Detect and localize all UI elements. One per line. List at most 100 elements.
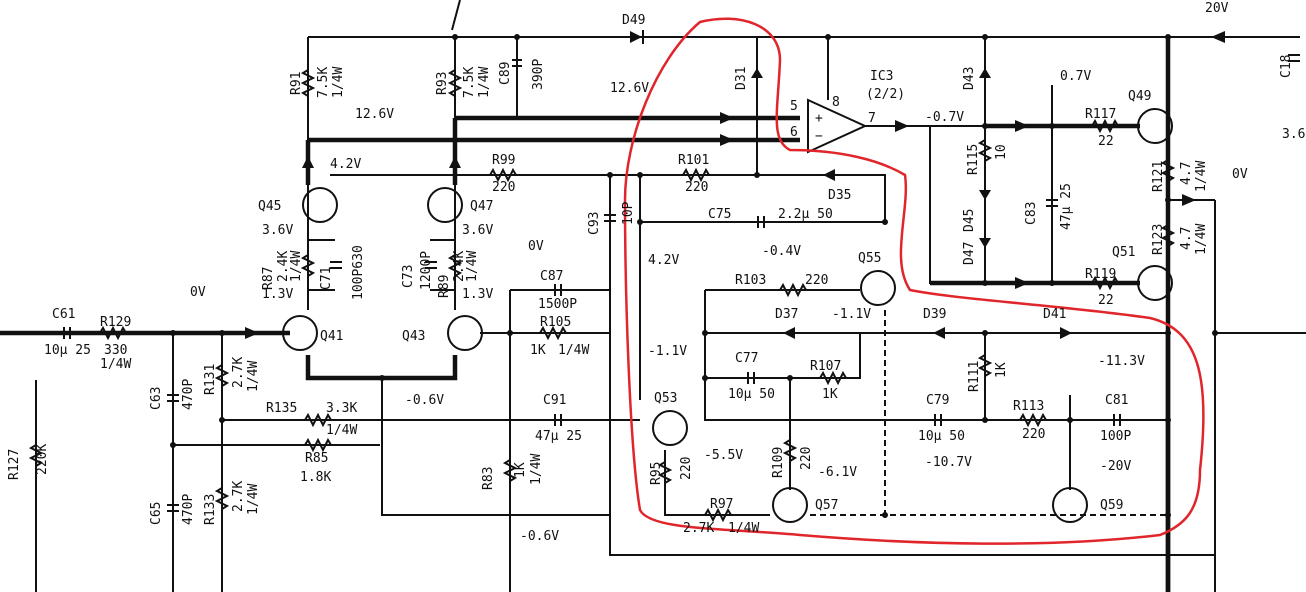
r93-value: 7.5K xyxy=(462,67,477,98)
r83-resistor xyxy=(502,459,518,482)
c65-value: 470P xyxy=(181,494,196,525)
vm1_1-label-b: -1.1V xyxy=(648,344,687,359)
v4_2-label-b: 4.2V xyxy=(648,253,679,268)
r95-resistor xyxy=(657,461,673,484)
vm10_7-label: -10.7V xyxy=(925,455,972,470)
r129-label: R129 xyxy=(100,315,131,330)
r115-label: R115 xyxy=(966,144,981,175)
d49-diode xyxy=(630,31,642,43)
q57-label: Q57 xyxy=(815,498,838,513)
capacitors xyxy=(63,54,1300,512)
r91-label: R91 xyxy=(289,72,304,95)
c18-label: C18 xyxy=(1279,55,1294,78)
vm11_3-label: -11.3V xyxy=(1098,354,1145,369)
c91-label: C91 xyxy=(543,393,566,408)
r105-value: 1K xyxy=(530,343,546,358)
r133-label: R133 xyxy=(203,494,218,525)
r113-value: 220 xyxy=(1022,427,1045,442)
r121-watt: 1/4W xyxy=(1194,161,1209,192)
v1_3-label-a: 1.3V xyxy=(262,287,293,302)
d47-label: D47 xyxy=(962,242,977,265)
c87-capacitor xyxy=(554,284,562,296)
c81-value: 100P xyxy=(1100,429,1131,444)
q55-transistor xyxy=(860,270,896,306)
c73-value: 1200P xyxy=(419,251,434,290)
c87-value: 1500P xyxy=(538,297,577,312)
r115-value: 10 xyxy=(994,144,1009,160)
d47-diode xyxy=(979,238,991,248)
r89-resistor xyxy=(447,254,463,277)
q59-label: Q59 xyxy=(1100,498,1123,513)
c73-capacitor xyxy=(425,261,437,269)
d41-label: D41 xyxy=(1043,307,1066,322)
transistors xyxy=(282,108,1173,523)
ic3-label: IC3 xyxy=(870,69,893,84)
r111-label: R111 xyxy=(967,361,982,392)
tail-bus xyxy=(305,355,458,381)
v3_6-label-a: 3.6V xyxy=(262,223,293,238)
c65-capacitor xyxy=(167,504,179,512)
r131-value: 2.7K xyxy=(231,357,246,388)
vm6_1-label: -6.1V xyxy=(818,465,857,480)
r121-label: R121 xyxy=(1151,161,1166,192)
r97-label: R97 xyxy=(710,497,733,512)
r107-label: R107 xyxy=(810,359,841,374)
c77-capacitor xyxy=(747,372,755,384)
r135-resistor xyxy=(304,412,332,428)
r87-watt: 1/4W xyxy=(289,251,304,282)
c81-capacitor xyxy=(1113,414,1121,426)
r135-value: 3.3K xyxy=(326,401,357,416)
r127-label: R127 xyxy=(7,449,22,480)
q43-label: Q43 xyxy=(402,329,425,344)
c77-value: 10µ 50 xyxy=(728,387,775,402)
r123-watt: 1/4W xyxy=(1194,224,1209,255)
r89-watt: 1/4W xyxy=(465,251,480,282)
r135-label: R135 xyxy=(266,401,297,416)
r107-value: 1K xyxy=(822,387,838,402)
c63-capacitor xyxy=(167,394,179,402)
v0-label-a: 0V xyxy=(1232,167,1248,182)
r91-value: 7.5K xyxy=(316,67,331,98)
q57-transistor xyxy=(772,487,808,523)
r119-resistor xyxy=(1091,275,1119,291)
r95-label: R95 xyxy=(649,462,664,485)
q49-transistor xyxy=(1137,108,1173,144)
c71-value: 100P630 xyxy=(351,245,366,300)
r83-label: R83 xyxy=(481,467,496,490)
r123-value: 4.7 xyxy=(1179,227,1194,250)
q53-label: Q53 xyxy=(654,391,677,406)
c63-value: 470P xyxy=(181,379,196,410)
c83-capacitor xyxy=(1046,199,1058,207)
r97-watt: 1/4W xyxy=(728,521,759,536)
c79-label: C79 xyxy=(926,393,949,408)
r97-value: 2.7K xyxy=(683,521,714,536)
q45-label: Q45 xyxy=(258,199,281,214)
c77-r107-wire xyxy=(705,333,861,379)
r119-label: R119 xyxy=(1085,267,1116,282)
r127-value: 220K xyxy=(35,444,50,475)
v4_2-label-a: 4.2V xyxy=(330,157,361,172)
r99-label: R99 xyxy=(492,153,515,168)
c81-label: C81 xyxy=(1105,393,1128,408)
r85-value: 1.8K xyxy=(300,470,331,485)
r113-label: R113 xyxy=(1013,399,1044,414)
d43-label: D43 xyxy=(962,67,977,90)
c89-label: C89 xyxy=(498,62,513,85)
r109-label: R109 xyxy=(771,447,786,478)
red-highlight-outline xyxy=(623,17,1205,545)
r93-watt: 1/4W xyxy=(477,67,492,98)
r133-value: 2.7K xyxy=(231,481,246,512)
r133-resistor xyxy=(214,487,230,510)
r121-value: 4.7 xyxy=(1179,162,1194,185)
v1_3-label-b: 1.3V xyxy=(462,287,493,302)
r93-label: R93 xyxy=(435,72,450,95)
q53-transistor xyxy=(652,410,688,446)
c71-label: C71 xyxy=(319,267,334,290)
c61-capacitor xyxy=(63,327,71,339)
vm0_4-label: -0.4V xyxy=(762,244,801,259)
r103-label: R103 xyxy=(735,273,766,288)
c93-label: C93 xyxy=(587,212,602,235)
v20-label: 20V xyxy=(1205,1,1229,16)
r129-resistor xyxy=(99,325,127,341)
